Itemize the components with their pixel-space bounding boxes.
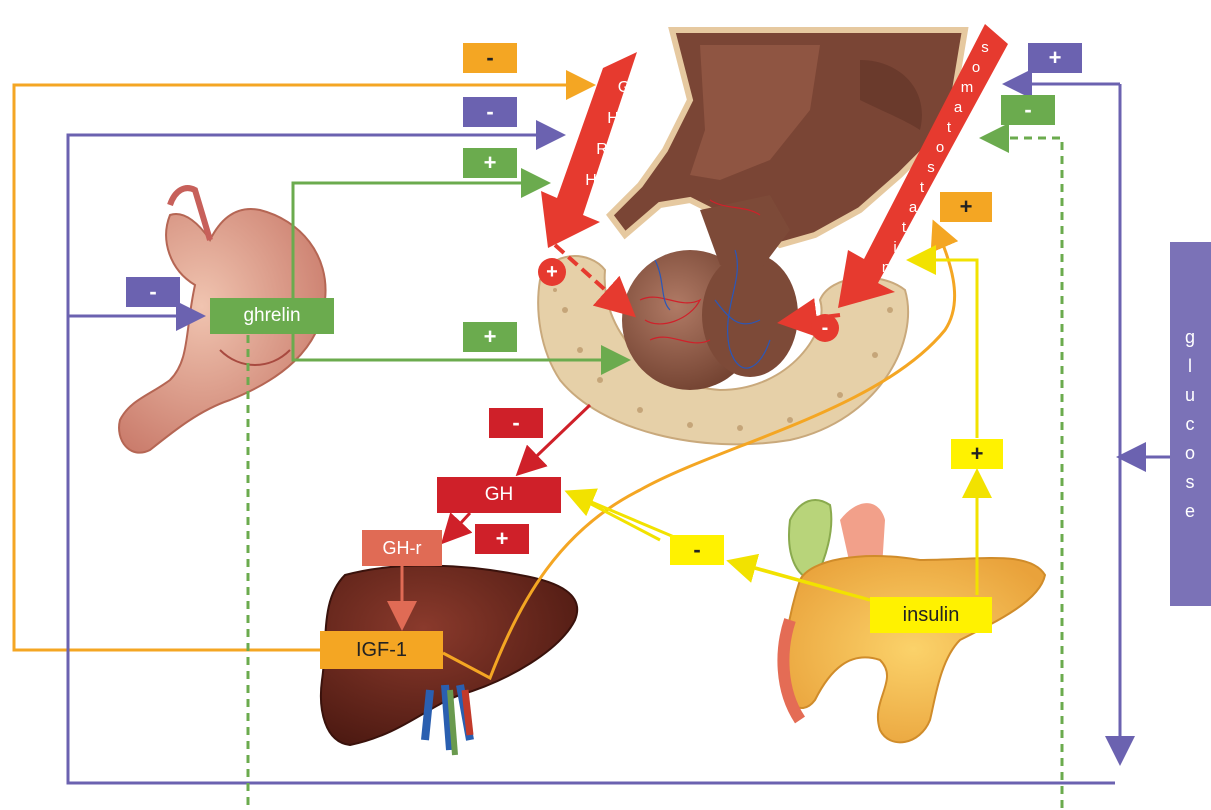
- glucose-letter: s: [1186, 468, 1196, 497]
- sign-glucose-ghrelin: -: [126, 277, 180, 307]
- ghrh-letter: H: [581, 171, 601, 191]
- sign-insulin-somatostatin: +: [951, 439, 1003, 469]
- sign-glucose-somatostatin: +: [1028, 43, 1082, 73]
- arrow-gh-to-ghr: [445, 513, 470, 540]
- sign-ghrh-on-pituitary: +: [540, 260, 564, 284]
- glucose-letter: o: [1185, 439, 1196, 468]
- pituitary-illustration: [622, 195, 798, 390]
- somatostatin-letter: a: [949, 98, 967, 116]
- ghrh-letter: G: [614, 78, 634, 98]
- somatostatin-letter: o: [931, 138, 949, 156]
- ghrh-letter: R: [592, 140, 612, 160]
- sign-ghrelin-somatostatin: -: [1001, 95, 1055, 125]
- arrow-ghrelin-to-ghrh: [293, 183, 545, 300]
- somatostatin-letter: a: [904, 198, 922, 216]
- glucose-letter: l: [1188, 352, 1193, 381]
- somatostatin-letter: n: [877, 258, 895, 276]
- somatostatin-letter: t: [895, 218, 913, 236]
- somatostatin-letter: o: [967, 58, 985, 76]
- ghrh-letter: H: [603, 109, 623, 129]
- somatostatin-letter: i: [886, 238, 904, 256]
- sign-insulin-gh: -: [670, 535, 724, 565]
- glucose-box: g l u c o s e: [1170, 242, 1211, 606]
- somatostatin-letter: s: [976, 38, 994, 56]
- somatostatin-letter: m: [958, 78, 976, 96]
- somatostatin-letter: t: [940, 118, 958, 136]
- sign-ghrelin-ghrh: +: [463, 148, 517, 178]
- sign-pituitary-gh: -: [489, 408, 543, 438]
- sign-igf1-somatostatin: +: [940, 192, 992, 222]
- sign-igf1-ghrh: -: [463, 43, 517, 73]
- sign-ghrelin-pituitary: +: [463, 322, 517, 352]
- sign-gh-ghr: +: [475, 524, 529, 554]
- insulin-label: insulin: [870, 597, 992, 633]
- ghrelin-label: ghrelin: [210, 298, 334, 334]
- somatostatin-letter: s: [922, 158, 940, 176]
- glucose-letter: c: [1186, 410, 1196, 439]
- glucose-letter: e: [1185, 497, 1196, 526]
- sign-glucose-ghrh: -: [463, 97, 517, 127]
- arrow-insulin-to-somatostatin: [912, 260, 977, 438]
- ghr-label: GH-r: [362, 530, 442, 566]
- glucose-letter: g: [1185, 323, 1196, 352]
- gh-label: GH: [437, 477, 561, 513]
- igf1-label: IGF-1: [320, 631, 443, 669]
- sign-somatostatin-on-pituitary: -: [813, 316, 837, 340]
- glucose-letter: u: [1185, 381, 1196, 410]
- arrow-ghrelin-to-somatostatin: [985, 138, 1062, 808]
- somatostatin-letter: t: [913, 178, 931, 196]
